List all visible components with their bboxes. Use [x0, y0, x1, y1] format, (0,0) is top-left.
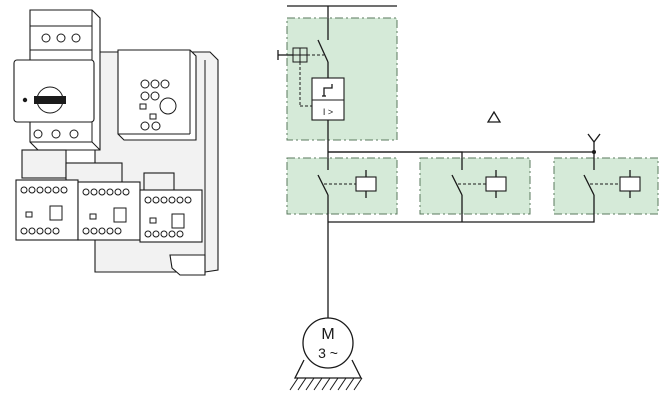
device-illustration	[13, 9, 219, 276]
star-contactor-symbol	[583, 133, 641, 198]
contactor-device-3	[139, 189, 203, 243]
star-contactor-zone	[553, 157, 659, 215]
star-symbol	[587, 133, 601, 154]
delta-branch-line	[328, 151, 463, 170]
auxiliary-block-device	[117, 49, 197, 141]
link-blocks	[21, 149, 175, 194]
star-return-line	[328, 195, 595, 223]
motor-rating: 3 ~	[318, 345, 338, 361]
rotary-handle-symbol	[277, 47, 324, 107]
motor-symbol: M 3 ~	[289, 317, 363, 391]
delta-contactor-zone	[419, 157, 531, 215]
main-contactor-zone	[286, 157, 398, 215]
delta-contactor-symbol	[451, 110, 507, 198]
thermal-trip-symbol	[323, 84, 333, 96]
motor-base	[293, 359, 363, 379]
overcurrent-release: I >	[311, 77, 345, 121]
contactor-device-2	[77, 181, 141, 241]
circuit-breaker-device	[13, 9, 101, 151]
delta-symbol	[486, 110, 502, 123]
breaker-top-terminals	[30, 25, 92, 51]
main-contactor-symbol	[317, 170, 377, 198]
breaker-switch-contact	[317, 39, 329, 63]
ground-hatching	[289, 377, 363, 391]
circuit-schematic: I >	[277, 5, 659, 391]
motor-letter: M	[321, 326, 334, 343]
breaker-bottom-terminals	[33, 129, 79, 139]
contactor-device-1	[15, 179, 79, 241]
overcurrent-label: I >	[323, 107, 333, 117]
rotary-handle	[22, 86, 66, 114]
